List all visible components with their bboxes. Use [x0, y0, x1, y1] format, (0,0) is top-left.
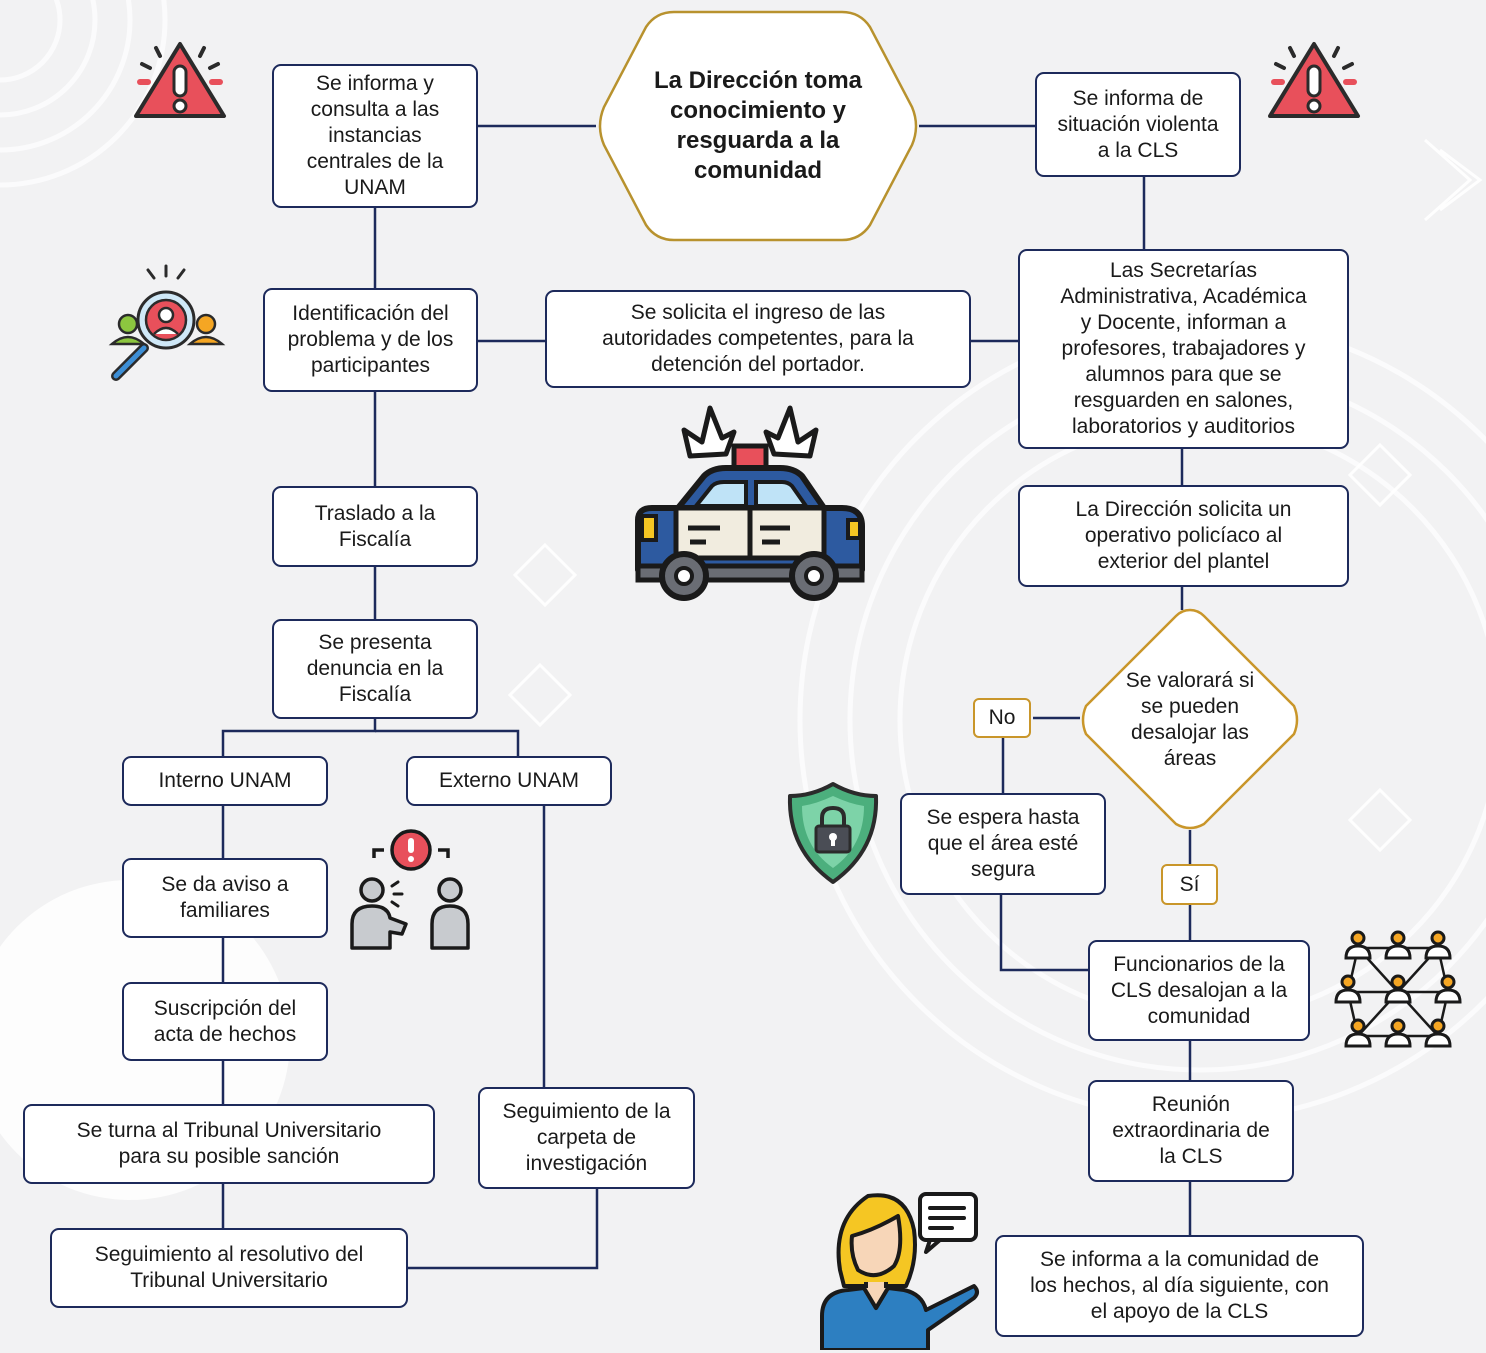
- network-people-icon: [1334, 930, 1462, 1048]
- label-no: No: [973, 698, 1031, 738]
- node-carpeta: Seguimiento de la carpeta de investigaci…: [478, 1087, 695, 1189]
- node-informa-cls: Se informa de situación violenta a la CL…: [1035, 72, 1241, 177]
- node-operativo: La Dirección solicita un operativo polic…: [1018, 485, 1349, 587]
- node-identificacion: Identificación del problema y de los par…: [263, 288, 478, 392]
- node-aviso-familiares: Se da aviso a familiares: [122, 858, 328, 938]
- speaker-woman-icon: [820, 1192, 979, 1350]
- node-consulta-unam: Se informa y consulta a las instancias c…: [272, 64, 478, 208]
- warning-conversation-icon: [350, 829, 470, 950]
- alert-icon-right: [1268, 42, 1360, 118]
- police-car-icon: [635, 405, 865, 601]
- node-espera: Se espera hasta que el área esté segura: [900, 793, 1106, 895]
- node-interno: Interno UNAM: [122, 756, 328, 806]
- search-people-icon: [108, 264, 226, 381]
- security-shield-icon: [787, 782, 879, 884]
- node-tribunal: Se turna al Tribunal Universitario para …: [23, 1104, 435, 1184]
- node-desalojan: Funcionarios de la CLS desalojan a la co…: [1088, 940, 1310, 1041]
- alert-icon-left: [134, 42, 226, 118]
- node-externo: Externo UNAM: [406, 756, 612, 806]
- node-resolutivo: Seguimiento al resolutivo del Tribunal U…: [50, 1228, 408, 1308]
- start-node-text: La Dirección toma conocimiento y resguar…: [653, 67, 863, 184]
- label-si: Sí: [1161, 864, 1218, 905]
- decision-text: Se valorará si se pueden desalojar las á…: [1125, 669, 1255, 770]
- node-reunion: Reunión extraordinaria de la CLS: [1088, 1080, 1294, 1182]
- node-solicita-ingreso: Se solicita el ingreso de las autoridade…: [545, 290, 971, 388]
- node-acta-hechos: Suscripción del acta de hechos: [122, 982, 328, 1061]
- node-denuncia: Se presenta denuncia en la Fiscalía: [272, 619, 478, 719]
- start-hexagon: [598, 10, 918, 242]
- node-informa-comunidad: Se informa a la comunidad de los hechos,…: [995, 1235, 1364, 1337]
- decision-diamond: [1081, 608, 1299, 830]
- node-traslado: Traslado a la Fiscalía: [272, 486, 478, 567]
- node-secretarias: Las Secretarías Administrativa, Académic…: [1018, 249, 1349, 449]
